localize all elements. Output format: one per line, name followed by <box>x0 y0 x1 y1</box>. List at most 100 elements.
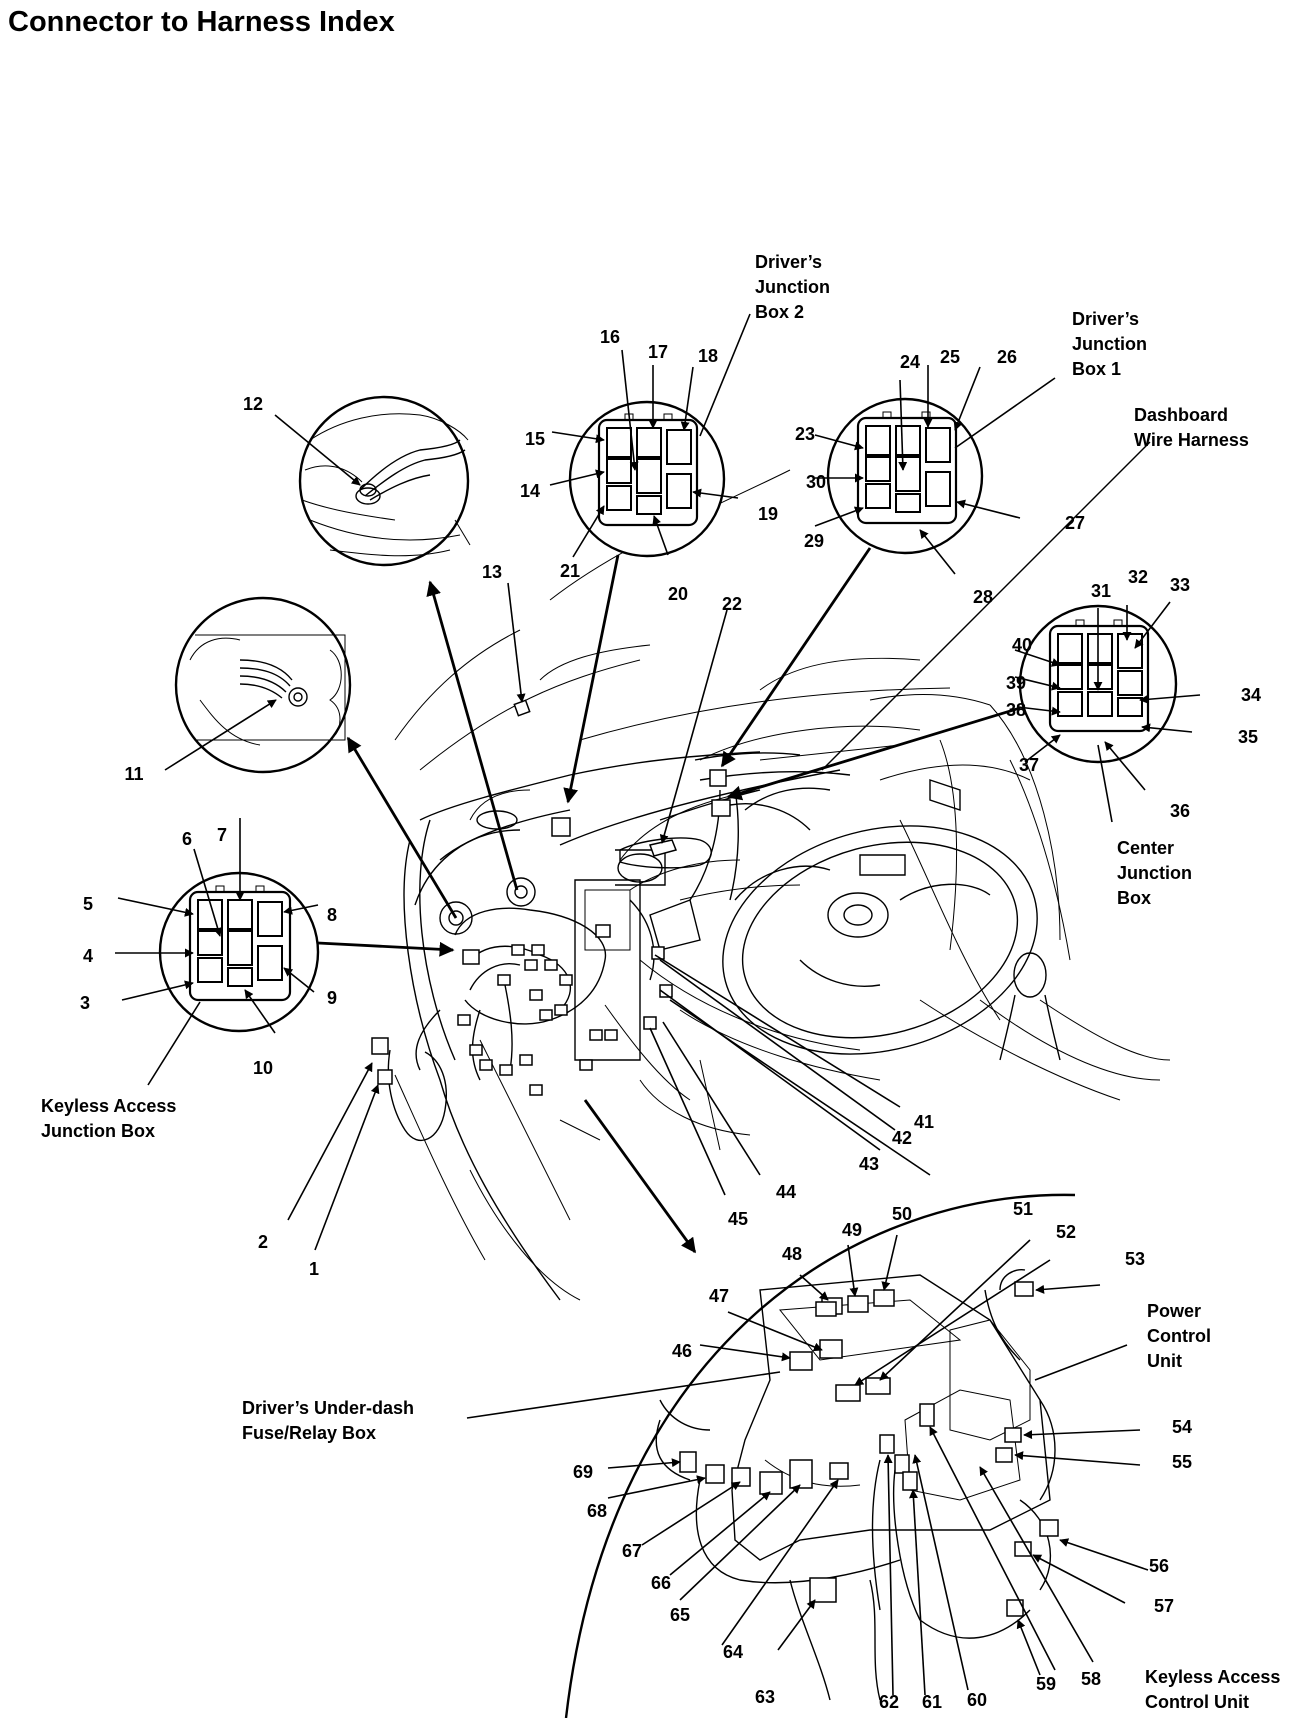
keyless-jb-label-2: Junction Box <box>41 1121 155 1141</box>
jb1-detail <box>826 397 984 555</box>
drivers-jb1-label-1: Driver’s <box>1072 309 1139 329</box>
callout-43: 43 <box>859 1154 879 1174</box>
detail-circle-12 <box>298 395 471 567</box>
callout-15: 15 <box>525 429 545 449</box>
callout-58: 58 <box>1081 1669 1101 1689</box>
callout-51: 51 <box>1013 1199 1033 1219</box>
callout-66: 66 <box>651 1573 671 1593</box>
callout-numbers: 1 2 3 4 5 6 7 8 9 10 11 12 13 14 15 16 1… <box>80 327 1261 1712</box>
callout-36: 36 <box>1170 801 1190 821</box>
drivers-jb1-label-3: Box 1 <box>1072 359 1121 379</box>
underdash-fuse-label-2: Fuse/Relay Box <box>242 1423 376 1443</box>
callout-57: 57 <box>1154 1596 1174 1616</box>
detail-link-arrows <box>317 441 1151 1254</box>
callout-44: 44 <box>776 1182 796 1202</box>
callout-7: 7 <box>217 825 227 845</box>
callout-24: 24 <box>900 352 920 372</box>
keyless-cu-label-1: Keyless Access <box>1145 1667 1280 1687</box>
callout-62: 62 <box>879 1692 899 1712</box>
callout-4: 4 <box>83 946 93 966</box>
callout-16: 16 <box>600 327 620 347</box>
callout-33: 33 <box>1170 575 1190 595</box>
callout-32: 32 <box>1128 567 1148 587</box>
callout-45: 45 <box>728 1209 748 1229</box>
callout-26: 26 <box>997 347 1017 367</box>
callout-28: 28 <box>973 587 993 607</box>
dashboard-harness-label-1: Dashboard <box>1134 405 1228 425</box>
leader-lines <box>115 313 1201 1696</box>
center-jb-label-1: Center <box>1117 838 1174 858</box>
callout-56: 56 <box>1149 1556 1169 1576</box>
center-jb-label-3: Box <box>1117 888 1151 908</box>
callout-46: 46 <box>672 1341 692 1361</box>
dashboard-line-art <box>387 469 1171 1301</box>
callout-67: 67 <box>622 1541 642 1561</box>
callout-25: 25 <box>940 347 960 367</box>
callout-13: 13 <box>482 562 502 582</box>
underdash-detail <box>564 1193 1076 1718</box>
page-title: Connector to Harness Index <box>8 6 395 38</box>
callout-55: 55 <box>1172 1452 1192 1472</box>
callout-65: 65 <box>670 1605 690 1625</box>
callout-59: 59 <box>1036 1674 1056 1694</box>
underdash-fuse-label-1: Driver’s Under-dash <box>242 1398 414 1418</box>
callout-3: 3 <box>80 993 90 1013</box>
callout-47: 47 <box>709 1286 729 1306</box>
drivers-jb2-label-2: Junction <box>755 277 830 297</box>
callout-6: 6 <box>182 829 192 849</box>
callout-14: 14 <box>520 481 540 501</box>
callout-23: 23 <box>795 424 815 444</box>
callout-34: 34 <box>1241 685 1261 705</box>
callout-20: 20 <box>668 584 688 604</box>
callout-10: 10 <box>253 1058 273 1078</box>
callout-18: 18 <box>698 346 718 366</box>
callout-61: 61 <box>922 1692 942 1712</box>
callout-40: 40 <box>1012 635 1032 655</box>
callout-29: 29 <box>804 531 824 551</box>
jb2-detail <box>568 400 726 558</box>
callout-37: 37 <box>1019 755 1039 775</box>
callout-52: 52 <box>1056 1222 1076 1242</box>
callout-9: 9 <box>327 988 337 1008</box>
callout-11: 11 <box>124 764 143 784</box>
callout-63: 63 <box>755 1687 775 1707</box>
power-control-label-3: Unit <box>1147 1351 1182 1371</box>
callout-21: 21 <box>560 561 580 581</box>
keyless-cu-label-2: Control Unit <box>1145 1692 1249 1712</box>
callout-12: 12 <box>243 394 263 414</box>
power-control-label-1: Power <box>1147 1301 1201 1321</box>
dash-connector-blocks <box>371 699 731 1096</box>
callout-48: 48 <box>782 1244 802 1264</box>
callout-49: 49 <box>842 1220 862 1240</box>
callout-17: 17 <box>648 342 668 362</box>
keyless-jb-detail <box>158 871 320 1033</box>
callout-35: 35 <box>1238 727 1258 747</box>
power-control-label-2: Control <box>1147 1326 1211 1346</box>
callout-69: 69 <box>573 1462 593 1482</box>
callout-54: 54 <box>1172 1417 1192 1437</box>
drivers-jb2-label-3: Box 2 <box>755 302 804 322</box>
callout-60: 60 <box>967 1690 987 1710</box>
callout-8: 8 <box>327 905 337 925</box>
callout-53: 53 <box>1125 1249 1145 1269</box>
callout-5: 5 <box>83 894 93 914</box>
callout-64: 64 <box>723 1642 743 1662</box>
detail-circle-11 <box>174 596 352 774</box>
callout-38: 38 <box>1006 700 1026 720</box>
callout-30: 30 <box>806 472 826 492</box>
callout-50: 50 <box>892 1204 912 1224</box>
callout-27: 27 <box>1065 513 1085 533</box>
keyless-jb-label-1: Keyless Access <box>41 1096 176 1116</box>
callout-39: 39 <box>1006 673 1026 693</box>
center-jb-label-2: Junction <box>1117 863 1192 883</box>
callout-22: 22 <box>722 594 742 614</box>
dashboard-harness-label-2: Wire Harness <box>1134 430 1249 450</box>
